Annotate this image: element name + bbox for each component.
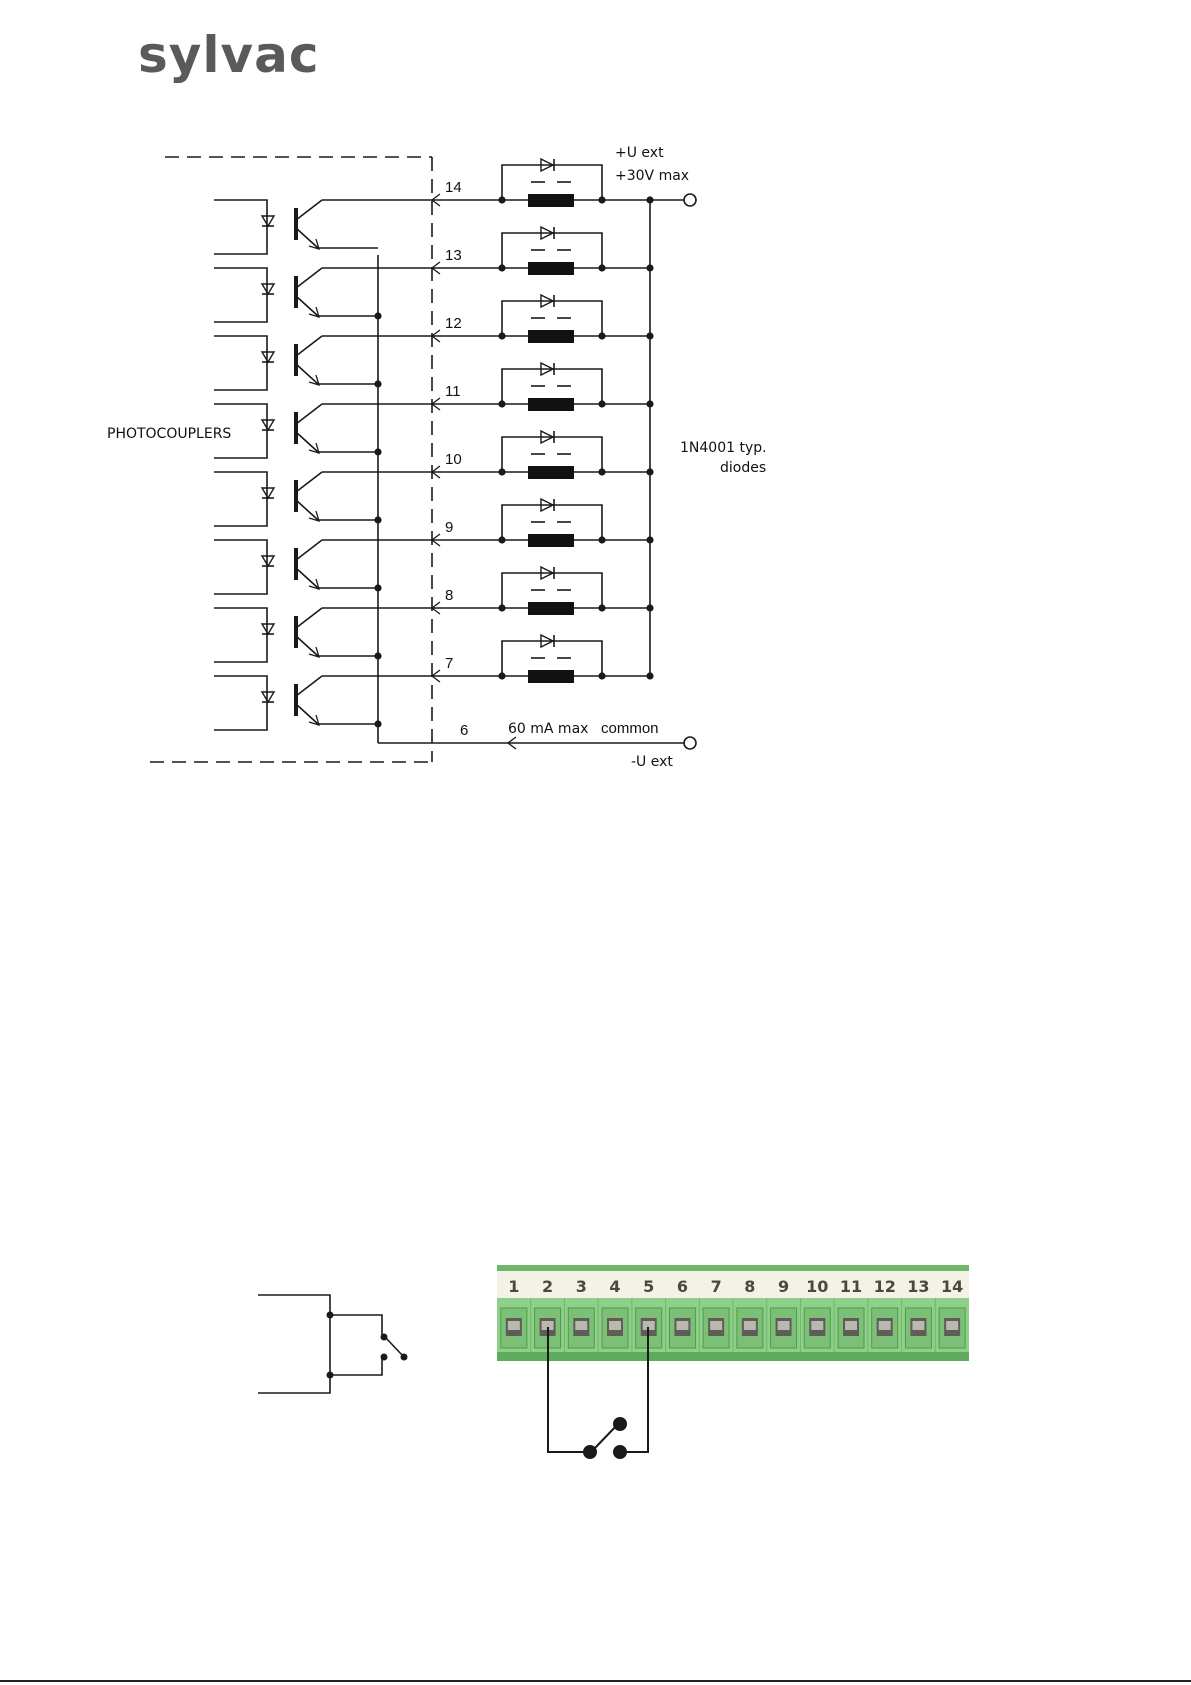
terminal-number-1: 1 [508, 1277, 519, 1296]
terminal-number-9: 9 [778, 1277, 789, 1296]
terminal-number-2: 2 [542, 1277, 553, 1296]
terminal-number-7: 7 [711, 1277, 722, 1296]
terminal-number-10: 10 [806, 1277, 828, 1296]
footer-rule [0, 1680, 1191, 1682]
terminal-number-13: 13 [907, 1277, 929, 1296]
terminal-number-5: 5 [643, 1277, 654, 1296]
terminal-number-12: 12 [874, 1277, 896, 1296]
terminal-number-14: 14 [941, 1277, 963, 1296]
terminal-number-8: 8 [744, 1277, 755, 1296]
terminal-slot-1 [501, 1308, 527, 1348]
terminal-number-6: 6 [677, 1277, 688, 1296]
terminal-number-4: 4 [609, 1277, 620, 1296]
terminal-number-3: 3 [576, 1277, 587, 1296]
terminal-label-strip [497, 1271, 969, 1298]
terminal-number-11: 11 [840, 1277, 862, 1296]
